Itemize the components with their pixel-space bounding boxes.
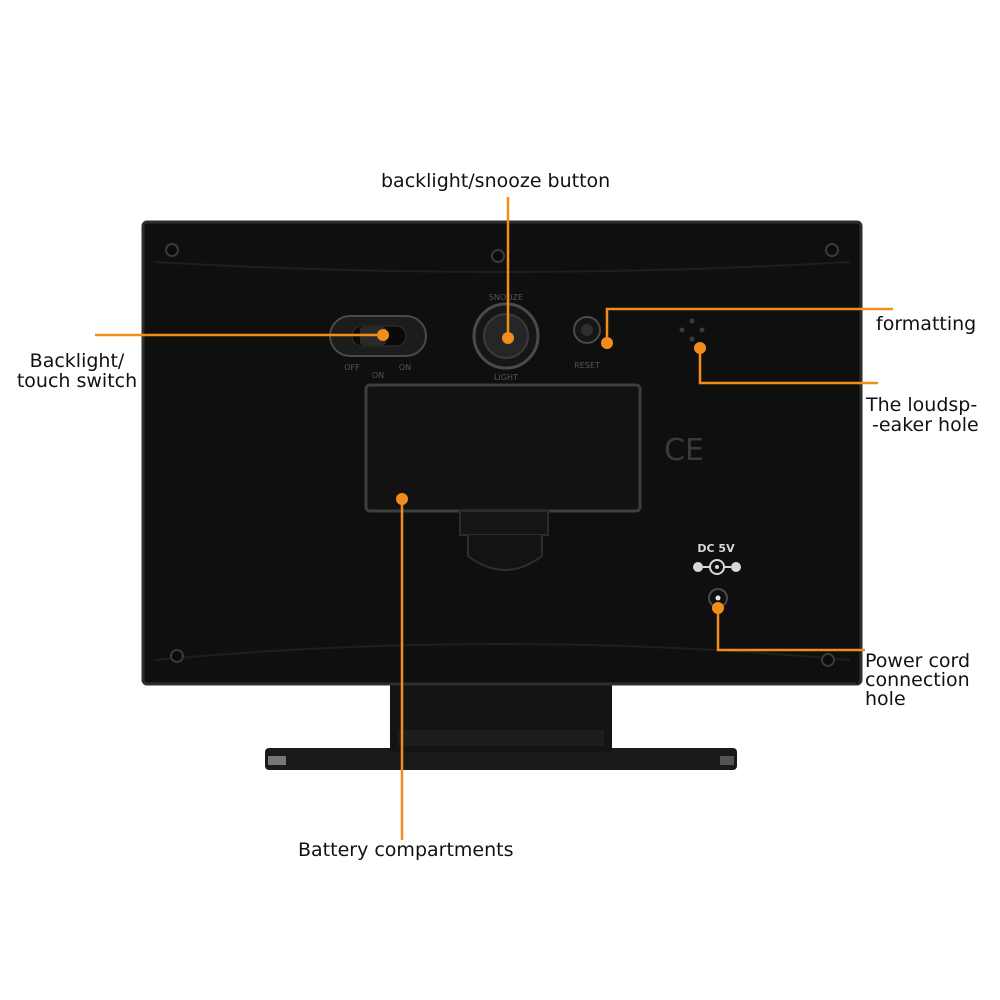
label-power-line-1: Power cord bbox=[865, 650, 971, 672]
label-formatting-text: formatting bbox=[876, 313, 977, 335]
label-power-line-2: connection bbox=[865, 669, 970, 691]
label-battery-compartments: Battery compartments bbox=[298, 840, 514, 860]
switch-label-mid: ON bbox=[372, 371, 384, 380]
callout-leaders bbox=[95, 197, 893, 840]
label-switch-line-2: touch switch bbox=[16, 370, 138, 392]
ce-mark: CE bbox=[664, 433, 704, 468]
label-power-cord-hole: Power cord connection hole bbox=[865, 652, 970, 709]
dot-power bbox=[712, 602, 724, 614]
label-backlight-switch: Backlight/ touch switch bbox=[13, 351, 141, 391]
label-switch-line-1: Backlight/ bbox=[29, 350, 125, 372]
switch-label-on: ON bbox=[399, 363, 411, 372]
label-battery-text: Battery compartments bbox=[298, 839, 514, 861]
power-polarity-icon: DC 5V bbox=[693, 542, 741, 575]
reset-marking: RESET bbox=[574, 361, 600, 370]
switch-label-off: OFF bbox=[344, 363, 360, 372]
label-formatting: formatting bbox=[876, 314, 976, 334]
leader-power bbox=[716, 608, 865, 652]
leader-formatting bbox=[605, 307, 893, 343]
callout-dots bbox=[377, 329, 724, 614]
snooze-marking: SNOOZE bbox=[489, 293, 523, 302]
speaker-holes bbox=[679, 318, 705, 342]
label-snooze-button: backlight/snooze button bbox=[381, 171, 610, 191]
reset-button: RESET bbox=[573, 316, 601, 370]
battery-compartment bbox=[364, 383, 642, 571]
light-marking: LIGHT bbox=[494, 373, 518, 382]
power-marking: DC 5V bbox=[697, 542, 735, 555]
label-power-line-3: hole bbox=[865, 688, 906, 710]
label-loudspeaker-hole: The loudsp- -eaker hole bbox=[866, 395, 979, 435]
dot-switch bbox=[377, 329, 389, 341]
label-snooze-text: backlight/snooze button bbox=[381, 170, 611, 192]
dot-battery bbox=[396, 493, 408, 505]
screw-icon bbox=[165, 243, 839, 667]
dot-snooze bbox=[502, 332, 514, 344]
dot-speaker bbox=[694, 342, 706, 354]
label-speaker-line-1: The loudsp- bbox=[866, 394, 978, 416]
leader-speaker bbox=[698, 348, 878, 385]
stand-base bbox=[265, 748, 737, 770]
dot-formatting bbox=[601, 337, 613, 349]
label-speaker-line-2: -eaker hole bbox=[872, 414, 979, 436]
